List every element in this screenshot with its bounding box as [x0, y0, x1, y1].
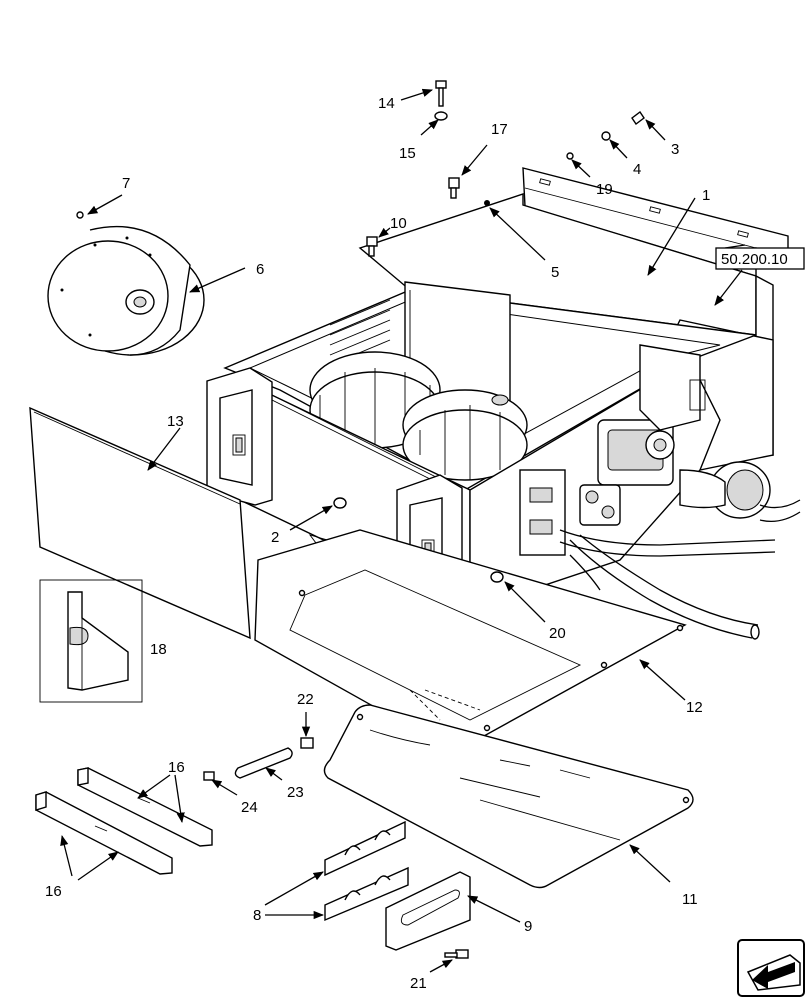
- callout-5: 5: [551, 264, 559, 281]
- callout-16b: 16: [45, 883, 62, 900]
- foam-strips-16: [35, 767, 213, 875]
- callout-7: 7: [122, 175, 130, 192]
- callout-20: 20: [549, 625, 566, 642]
- callout-2: 2: [271, 529, 279, 546]
- housing-assembly: [206, 167, 801, 640]
- bracket-18: [39, 579, 143, 703]
- callout-24: 24: [241, 799, 258, 816]
- callout-9: 9: [524, 918, 532, 935]
- bottom-cover-11: [323, 704, 694, 889]
- clip-assembly-8: [324, 820, 409, 922]
- leader-lines: [60, 88, 746, 973]
- callout-10: 10: [390, 215, 407, 232]
- callout-15: 15: [399, 145, 416, 162]
- duct-outlet-left: [206, 367, 273, 506]
- blower-wheel-6: [47, 225, 205, 356]
- filter-panel-13: [29, 406, 251, 640]
- valve-assembly: [519, 344, 801, 557]
- callout-21: 21: [410, 975, 427, 992]
- callout-22: 22: [297, 691, 314, 708]
- callout-12: 12: [686, 699, 703, 716]
- reference-label: 50.200.10: [721, 251, 788, 268]
- callout-11: 11: [682, 891, 698, 908]
- reference-box[interactable]: 50.200.10: [715, 247, 805, 270]
- gasket-9: [385, 871, 471, 951]
- callout-23: 23: [287, 784, 304, 801]
- callout-14: 14: [378, 95, 395, 112]
- callout-17: 17: [491, 121, 508, 138]
- callout-16a: 16: [168, 759, 185, 776]
- callout-1: 1: [702, 187, 710, 204]
- callout-4: 4: [633, 161, 641, 178]
- blower-wheel-right: [402, 389, 528, 481]
- callout-3: 3: [671, 141, 679, 158]
- hardware: [76, 80, 645, 959]
- callout-8: 8: [253, 907, 261, 924]
- callout-19: 19: [596, 181, 613, 198]
- arrow-left-down-icon[interactable]: [737, 939, 805, 997]
- callout-6: 6: [256, 261, 264, 278]
- callout-labels: 1 2 3 4 5 6 7 8 9 10 11 12 13 14 15 16 1…: [45, 95, 710, 992]
- callout-18: 18: [150, 641, 167, 658]
- cover-plate-12: [254, 529, 687, 753]
- hoses: [569, 534, 760, 640]
- callout-13: 13: [167, 413, 184, 430]
